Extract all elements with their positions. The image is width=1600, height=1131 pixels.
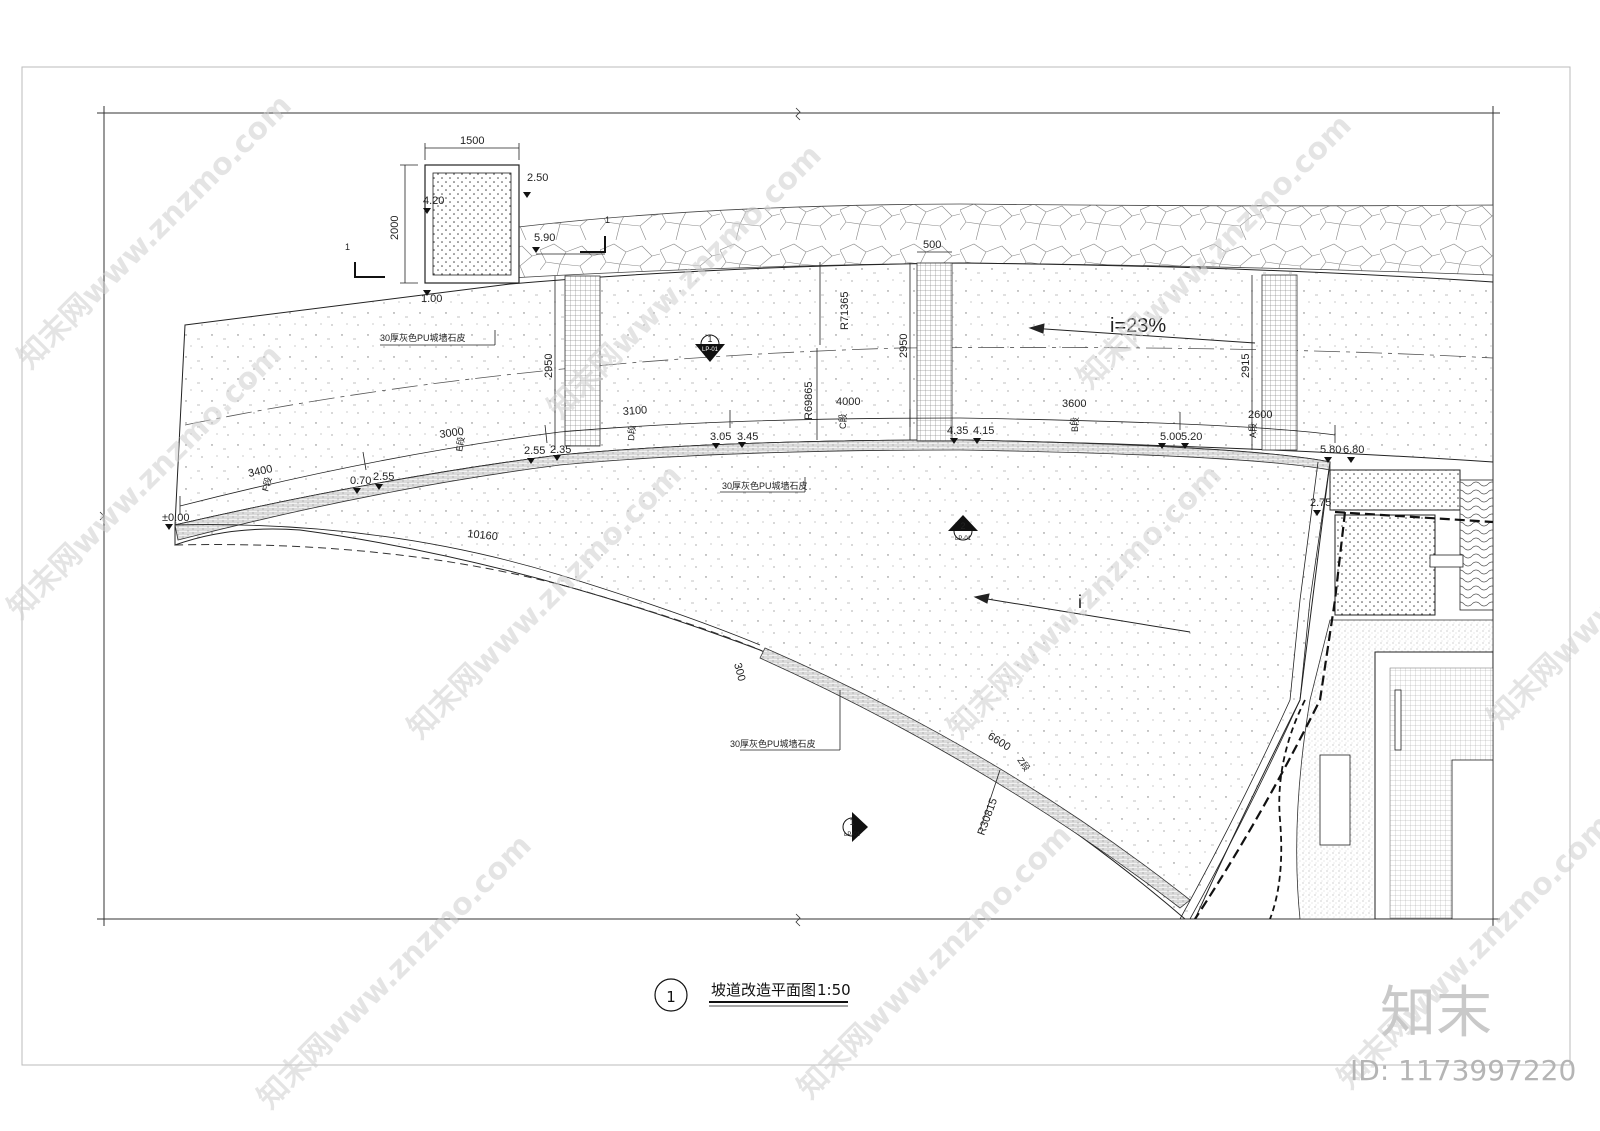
elevation-texts: 4.20 2.50 5.90 1.00 ±0.00 0.70 2.55 2.55… <box>162 172 1364 524</box>
svg-text:±0.00: ±0.00 <box>162 512 189 524</box>
svg-text:3100: 3100 <box>622 404 647 418</box>
svg-text:2: 2 <box>960 521 965 531</box>
svg-text:2.75: 2.75 <box>1310 497 1331 509</box>
lower-curb-strip <box>759 647 1191 909</box>
svg-text:1: 1 <box>666 988 676 1006</box>
svg-text:4000: 4000 <box>836 396 860 408</box>
drawing-title: 1 坡道改造平面图 1:50 <box>654 978 851 1012</box>
svg-text:3400: 3400 <box>247 463 273 480</box>
svg-text:4.20: 4.20 <box>423 195 444 207</box>
centre-line <box>184 347 1493 426</box>
svg-text:2600: 2600 <box>1248 409 1272 421</box>
svg-text:D段: D段 <box>625 425 637 441</box>
svg-text:E段: E段 <box>453 436 466 453</box>
dimension-lines <box>174 143 1336 831</box>
svg-text:0.70: 0.70 <box>350 475 371 487</box>
svg-text:2000: 2000 <box>389 216 401 240</box>
svg-text:LP-01: LP-01 <box>844 832 861 838</box>
drain-strip-3 <box>1261 274 1298 451</box>
stone-paving <box>509 203 1493 279</box>
svg-text:6.80: 6.80 <box>1343 444 1364 456</box>
svg-text:LP-01: LP-01 <box>702 347 719 353</box>
svg-text:LP-01: LP-01 <box>955 536 972 542</box>
svg-text:F段: F段 <box>259 476 273 493</box>
svg-text:i=23%: i=23% <box>1110 315 1166 337</box>
svg-text:1: 1 <box>605 215 610 225</box>
svg-text:1:50: 1:50 <box>817 981 851 999</box>
svg-text:B段: B段 <box>1069 417 1080 432</box>
svg-text:A段: A段 <box>1247 423 1258 438</box>
svg-text:2.55: 2.55 <box>524 445 545 457</box>
svg-text:5.90: 5.90 <box>534 232 555 244</box>
elevation-markers <box>165 192 1355 530</box>
svg-text:5.00: 5.00 <box>1160 431 1181 443</box>
svg-text:300: 300 <box>731 662 747 683</box>
site-boundary <box>1194 510 1493 919</box>
svg-text:1500: 1500 <box>460 135 484 147</box>
section-symbol-2: 2 LP-01 <box>948 515 978 542</box>
svg-text:30厚灰色PU城墙石皮: 30厚灰色PU城墙石皮 <box>380 332 466 343</box>
svg-text:1: 1 <box>849 817 854 827</box>
svg-text:30厚灰色PU城墙石皮: 30厚灰色PU城墙石皮 <box>730 738 816 749</box>
svg-text:4.15: 4.15 <box>973 425 994 437</box>
svg-text:3.45: 3.45 <box>737 431 758 443</box>
svg-text:500: 500 <box>923 239 941 251</box>
svg-text:1.00: 1.00 <box>421 293 442 305</box>
svg-text:坡道改造平面图: 坡道改造平面图 <box>711 981 816 999</box>
right-planter-1 <box>1329 469 1461 511</box>
svg-text:3000: 3000 <box>439 426 465 441</box>
svg-text:10160: 10160 <box>467 528 499 543</box>
svg-text:4.35: 4.35 <box>947 425 968 437</box>
section-marks <box>354 236 606 278</box>
svg-text:1: 1 <box>707 334 712 344</box>
svg-text:知末网www.znzmo.com: 知末网www.znzmo.com <box>1481 448 1600 736</box>
svg-text:2.35: 2.35 <box>550 444 571 456</box>
svg-text:3.05: 3.05 <box>710 431 731 443</box>
svg-text:知末网www.znzmo.com: 知末网www.znzmo.com <box>251 828 539 1116</box>
annotation-labels: i=23% i 30厚灰色PU城墙石皮 30厚灰色PU城墙石皮 30厚灰色PU城… <box>259 215 1258 773</box>
section-symbol-1: 1 LP-01 <box>695 334 725 362</box>
svg-text:2.55: 2.55 <box>373 471 394 483</box>
svg-text:2950: 2950 <box>898 334 910 358</box>
svg-text:R71365: R71365 <box>839 291 851 330</box>
svg-text:2950: 2950 <box>543 354 555 378</box>
drain-strip-1 <box>564 275 601 447</box>
watermark-id: ID: 1173997220 <box>1350 1054 1576 1087</box>
svg-text:3600: 3600 <box>1062 398 1086 410</box>
svg-text:5.80: 5.80 <box>1320 444 1341 456</box>
drain-strip-2 <box>916 262 953 442</box>
sheet-border <box>21 66 1571 1066</box>
svg-text:R69865: R69865 <box>803 381 815 420</box>
watermark-logo: 知末 <box>1380 981 1492 1046</box>
slope-arrows <box>973 323 1256 633</box>
svg-text:知末网www.znzmo.com: 知末网www.znzmo.com <box>791 818 1079 1106</box>
svg-text:R30815: R30815 <box>976 797 1000 837</box>
svg-text:1: 1 <box>345 242 350 252</box>
svg-text:5.20: 5.20 <box>1181 431 1202 443</box>
svg-text:30厚灰色PU城墙石皮: 30厚灰色PU城墙石皮 <box>722 480 808 491</box>
right-planter-2 <box>1334 514 1436 616</box>
svg-text:C段: C段 <box>837 414 848 430</box>
svg-text:2.50: 2.50 <box>527 172 548 184</box>
svg-text:i: i <box>1078 592 1082 612</box>
svg-text:2915: 2915 <box>1240 354 1252 378</box>
dashed-arc <box>174 544 761 651</box>
section-symbol-3: 1 LP-01 <box>842 812 868 842</box>
